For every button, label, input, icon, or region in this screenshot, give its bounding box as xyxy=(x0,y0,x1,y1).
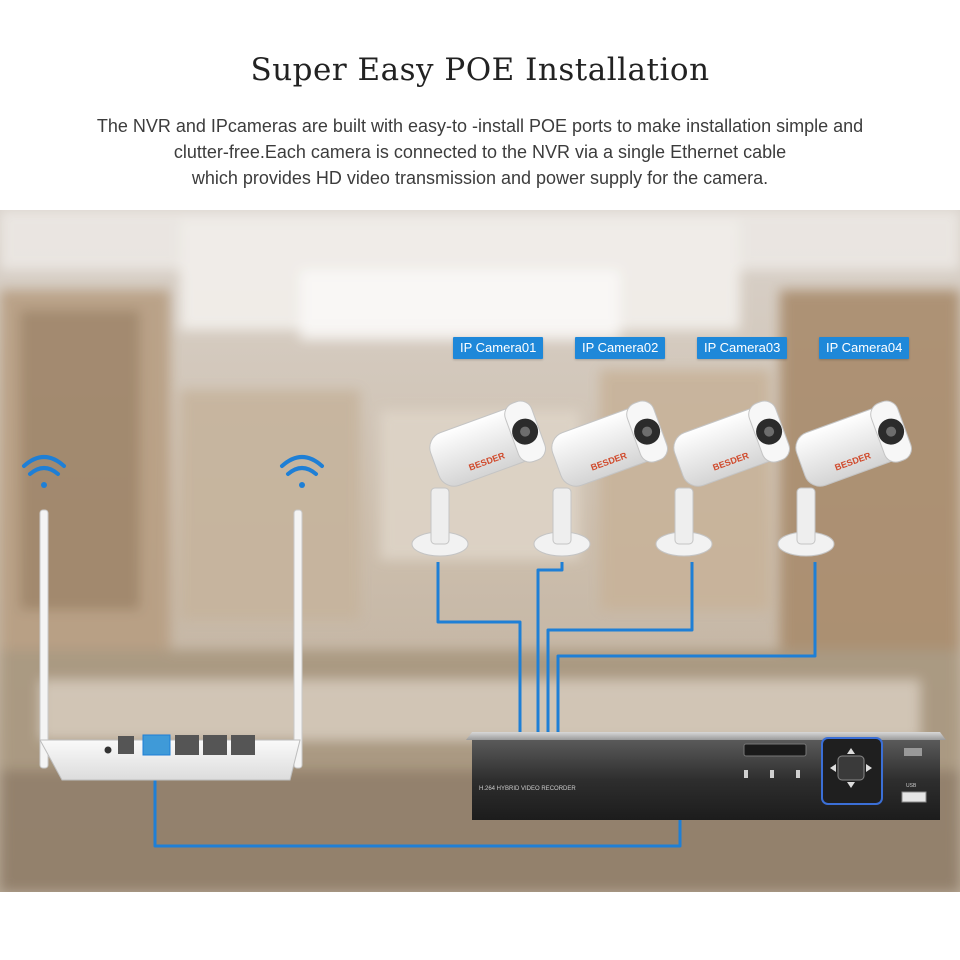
wifi-icon-left xyxy=(22,455,66,488)
camera-label-03: IP Camera03 xyxy=(697,337,788,359)
router-lan-port-2 xyxy=(203,735,227,755)
wifi-icon-right xyxy=(280,455,324,488)
ethernet-cables xyxy=(153,562,817,848)
router-antenna-right xyxy=(293,509,303,769)
router-lan-port-1 xyxy=(175,735,199,755)
router-antenna-left xyxy=(39,509,49,769)
nvr-led-3 xyxy=(796,770,800,778)
nvr-ir-window xyxy=(904,748,922,756)
cable-camera04 xyxy=(556,562,817,735)
nvr-led-2 xyxy=(770,770,774,778)
nvr-usb-port xyxy=(901,791,927,803)
header: Super Easy POE Installation The NVR and … xyxy=(0,0,960,210)
camera-label-04: IP Camera04 xyxy=(819,337,910,359)
camera-01: BESDER xyxy=(411,400,546,557)
camera-02: BESDER xyxy=(533,400,668,557)
nvr-usb-label: USB xyxy=(906,783,917,789)
camera-03: BESDER xyxy=(655,400,790,557)
description: The NVR and IPcameras are built with eas… xyxy=(80,113,880,191)
nvr-model-text: H.264 HYBRID VIDEO RECORDER xyxy=(479,786,576,792)
camera-02-mount xyxy=(552,487,572,545)
camera-04-mount xyxy=(796,487,816,545)
camera-label-02: IP Camera02 xyxy=(575,337,666,359)
page-title: Super Easy POE Installation xyxy=(250,52,710,88)
footer xyxy=(0,892,960,960)
camera-03-housing: BESDER xyxy=(673,400,790,487)
installation-scene: H.264 HYBRID VIDEO RECORDER USB BESDER xyxy=(0,210,960,892)
cable-router-nvr xyxy=(153,748,682,848)
cable-camera03 xyxy=(546,562,694,735)
router xyxy=(22,455,324,781)
router-reset-hole xyxy=(104,746,112,754)
camera-04-housing: BESDER xyxy=(795,400,912,487)
scene-illustration: H.264 HYBRID VIDEO RECORDER USB BESDER xyxy=(0,210,960,892)
cable-camera02 xyxy=(536,562,564,735)
nvr-display-window xyxy=(743,743,807,757)
camera-02-housing: BESDER xyxy=(551,400,668,487)
router-power-port xyxy=(118,736,134,754)
camera-label-01: IP Camera01 xyxy=(453,337,544,359)
nvr-led-1 xyxy=(744,770,748,778)
nvr-ok-button xyxy=(837,755,865,781)
camera-04: BESDER xyxy=(777,400,912,557)
router-wan-port xyxy=(142,734,171,756)
cable-camera01 xyxy=(436,562,522,735)
camera-03-mount xyxy=(674,487,694,545)
nvr: H.264 HYBRID VIDEO RECORDER USB xyxy=(466,732,946,820)
description-line-2: clutter-free.Each camera is connected to… xyxy=(173,142,787,162)
camera-01-mount xyxy=(430,487,450,545)
description-line-3: which provides HD video transmission and… xyxy=(191,168,769,188)
router-lan-port-3 xyxy=(231,735,255,755)
description-line-1: The NVR and IPcameras are built with eas… xyxy=(96,116,864,136)
camera-01-housing: BESDER xyxy=(429,400,546,487)
